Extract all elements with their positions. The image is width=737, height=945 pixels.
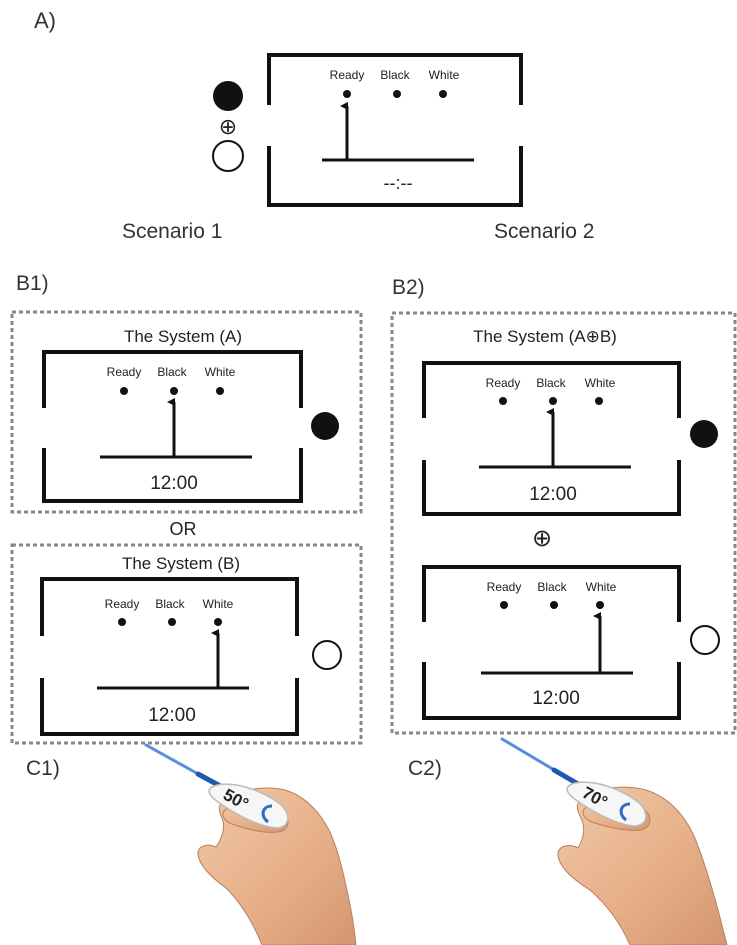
black-disk-icon: [213, 81, 243, 111]
black-disk-icon: [311, 412, 339, 440]
device-frame: [42, 350, 303, 503]
position-label-ready: Ready: [330, 68, 365, 82]
position-dot-black: [550, 601, 558, 609]
xor-symbol: ⊕: [532, 525, 552, 552]
panel-label-a: A): [34, 8, 56, 33]
position-dot-ready: [343, 90, 351, 98]
xor-symbol: ⊕: [219, 114, 237, 139]
thermometer-body: [208, 783, 289, 829]
thermometer-tip: [500, 737, 558, 773]
device-frame: [40, 577, 299, 736]
position-label-black: Black: [536, 376, 566, 390]
title-system-a: The System (A): [124, 327, 242, 346]
position-label-black: Black: [155, 597, 185, 611]
panel-label-c1: C1): [26, 757, 60, 780]
hand-shape: [557, 786, 728, 945]
position-dot-white: [595, 397, 603, 405]
dashed-box-system-ab: [390, 311, 737, 735]
title-system-ab: The System (A⊕B): [473, 327, 617, 346]
position-label-black: Black: [380, 68, 410, 82]
position-dot-black: [549, 397, 557, 405]
position-label-white: White: [586, 580, 617, 594]
thermometer-neck: [551, 767, 581, 787]
position-dot-ready: [500, 601, 508, 609]
position-label-black: Black: [157, 365, 187, 379]
scenario-1-label: Scenario 1: [122, 220, 223, 243]
device-frame: [422, 361, 681, 516]
panel-a: ⊕ Ready Black White --:--: [212, 53, 523, 207]
position-dot-white: [439, 90, 447, 98]
position-dot-ready: [118, 618, 126, 626]
hand-shape: [197, 787, 357, 945]
position-label-ready: Ready: [487, 580, 522, 594]
thermometer-body: [566, 781, 647, 827]
position-dot-black: [393, 90, 401, 98]
position-dot-black: [168, 618, 176, 626]
panel-label-b1: B1): [16, 272, 49, 295]
black-disk-icon: [690, 420, 718, 448]
hand-thermometer-c1: 50°: [144, 743, 357, 945]
position-label-white: White: [205, 365, 236, 379]
white-disk-icon: [312, 640, 342, 670]
position-label-white: White: [429, 68, 460, 82]
white-disk-icon: [212, 140, 244, 172]
position-dot-ready: [120, 387, 128, 395]
panel-label-c2: C2): [408, 757, 442, 780]
scenario-2-label: Scenario 2: [494, 220, 595, 243]
time-display: 12:00: [532, 688, 580, 709]
dashed-box-system-b: [10, 543, 363, 745]
position-dot-white: [214, 618, 222, 626]
position-dot-white: [216, 387, 224, 395]
device-frame: [422, 565, 681, 720]
position-label-white: White: [203, 597, 234, 611]
thermometer-tip: [144, 743, 202, 777]
time-display: --:--: [384, 173, 413, 193]
position-label-black: Black: [537, 580, 567, 594]
position-label-white: White: [585, 376, 616, 390]
white-disk-icon: [690, 625, 720, 655]
panel-label-b2: B2): [392, 276, 425, 299]
title-system-b: The System (B): [122, 554, 240, 573]
panel-b1: The System (A) Ready Black White 12:00 O…: [10, 310, 363, 745]
hand-thermometer-c2: 70°: [500, 737, 728, 945]
position-label-ready: Ready: [486, 376, 521, 390]
time-display: 12:00: [150, 473, 198, 494]
time-display: 12:00: [148, 705, 196, 726]
thermometer-band: [619, 802, 631, 822]
device-frame: [267, 53, 523, 207]
dashed-box-system-a: [10, 310, 363, 514]
position-dot-white: [596, 601, 604, 609]
thermometer-band: [261, 804, 273, 824]
position-dot-ready: [499, 397, 507, 405]
time-display: 12:00: [529, 484, 577, 505]
position-label-ready: Ready: [107, 365, 142, 379]
position-label-ready: Ready: [105, 597, 140, 611]
or-label: OR: [170, 519, 197, 539]
panel-b2: The System (A⊕B) Ready Black White 12:00…: [390, 311, 737, 735]
position-dot-black: [170, 387, 178, 395]
